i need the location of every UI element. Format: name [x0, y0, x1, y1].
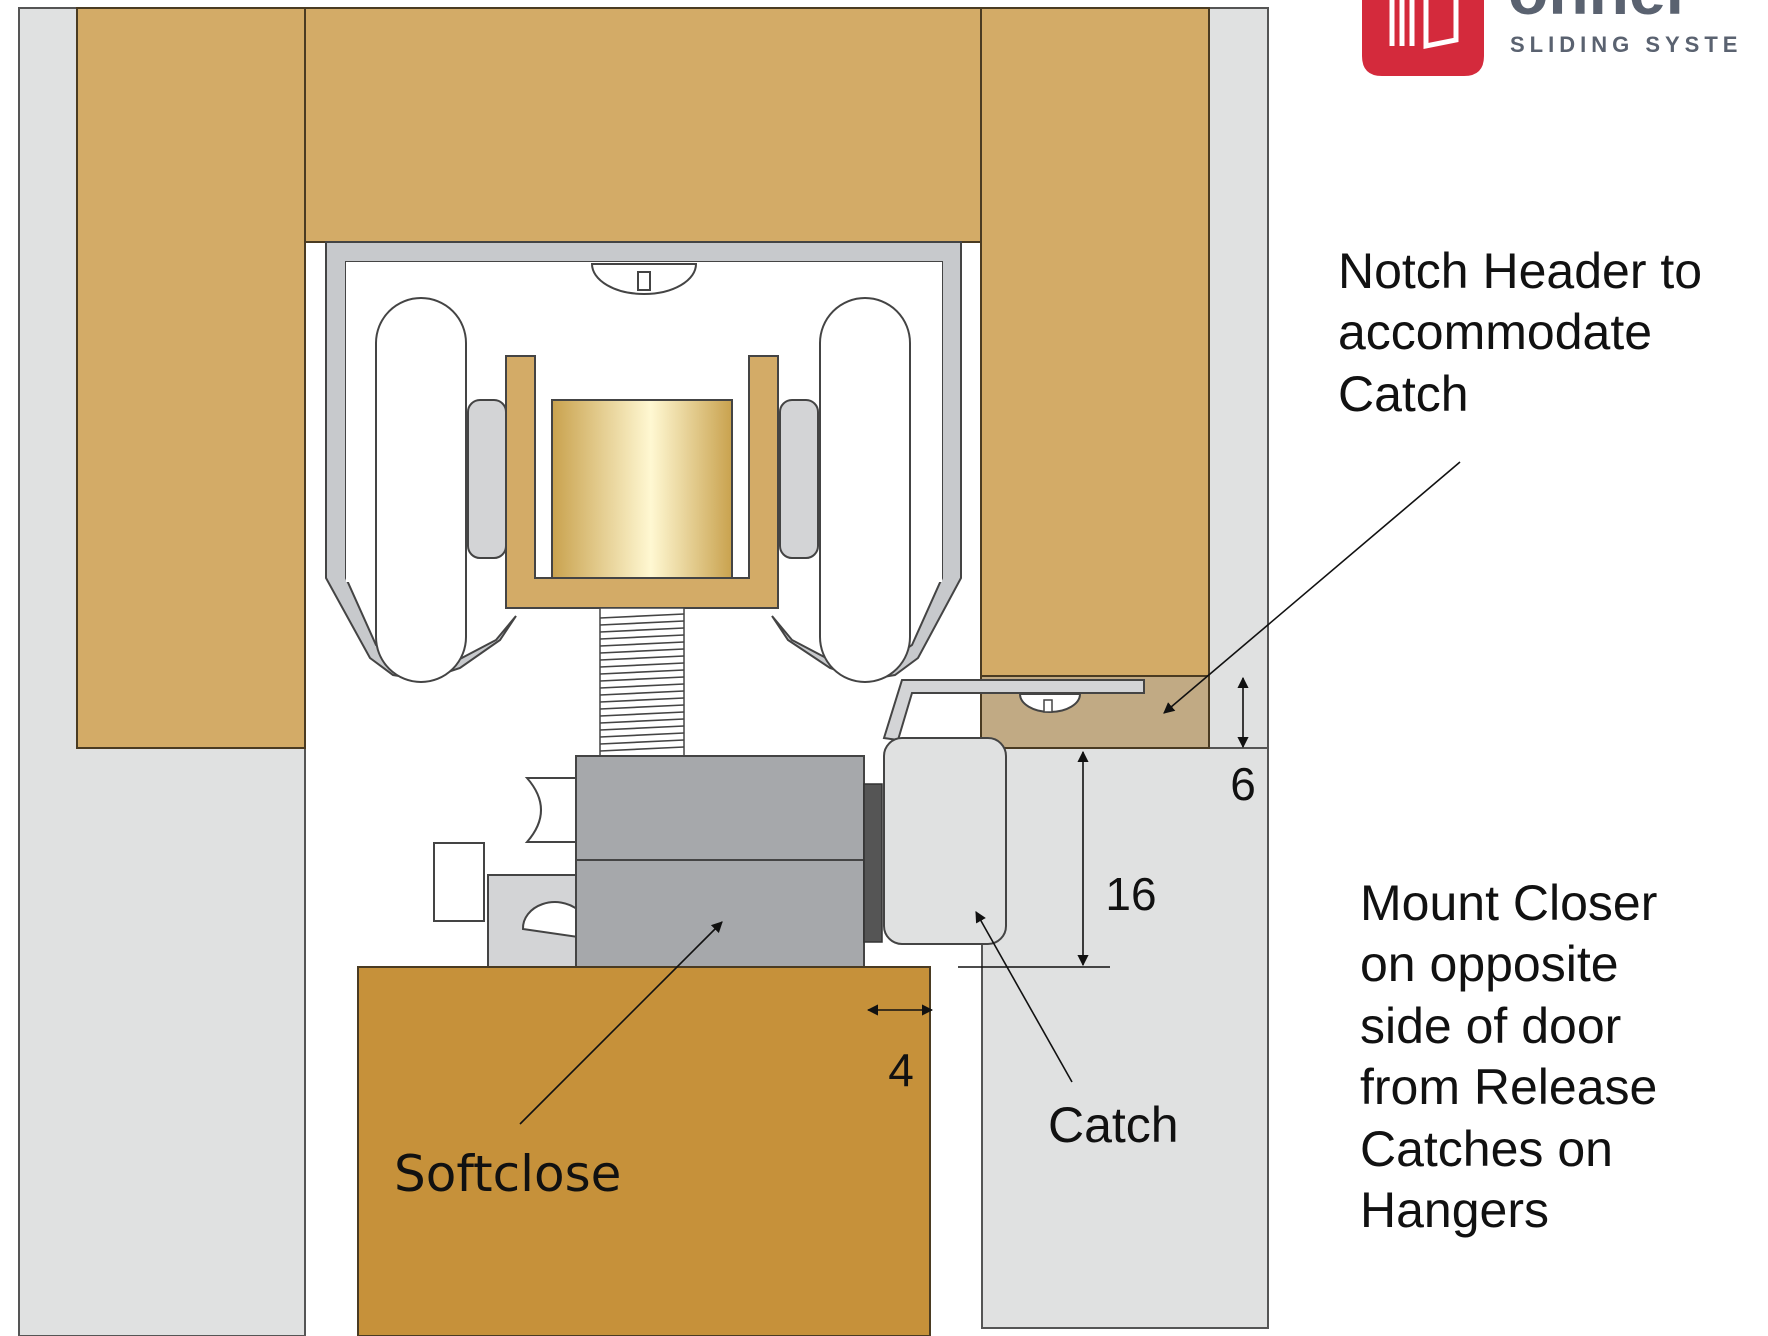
softclose-lower-body	[575, 859, 865, 968]
mount-note-line: from Release	[1360, 1059, 1657, 1115]
logo-tagline: SLIDING SYSTE	[1510, 32, 1742, 57]
bolt-thread-line	[599, 669, 685, 675]
mount-note-line: Mount Closer	[1360, 875, 1657, 931]
notch-note-line: Notch Header to	[1338, 243, 1702, 299]
catch-body	[883, 737, 1007, 945]
bolt-thread-line	[599, 676, 685, 682]
bolt-thread-line	[599, 627, 685, 633]
bolt-thread-line	[599, 648, 685, 654]
track-screw-slot	[637, 271, 651, 291]
logo-badge	[1362, 0, 1484, 76]
brass-roller	[551, 399, 733, 579]
mount-note-line: Catches on	[1360, 1121, 1613, 1177]
mount-note-line: on opposite	[1360, 936, 1619, 992]
bolt-thread-line	[599, 613, 685, 619]
notch-leader	[1163, 461, 1461, 714]
right-header-post	[980, 7, 1210, 677]
closer-cam	[524, 777, 577, 843]
bolt-thread-line	[599, 634, 685, 640]
bolt-thread-line	[599, 704, 685, 710]
bolt-thread-line	[599, 620, 685, 626]
mount-note: Mount Closer on opposite side of door fr…	[1360, 875, 1671, 1238]
notch-note-line: accommodate	[1338, 304, 1652, 360]
door-icon	[1389, 0, 1459, 50]
dim-notch-value: 6	[1230, 758, 1256, 810]
dim-catch-value: 16	[1105, 868, 1156, 920]
right-wheel	[819, 297, 911, 683]
softclose-label: Softclose	[394, 1145, 621, 1203]
hanger-carriage	[505, 355, 779, 609]
brand-logo: ohnel SLIDING SYSTE	[1362, 0, 1742, 76]
bolt-thread-line	[599, 697, 685, 703]
logo-wordmark: ohnel	[1508, 0, 1684, 28]
bolt-thread-line	[599, 711, 685, 717]
notch-note: Notch Header to accommodate Catch	[1338, 243, 1716, 422]
mount-note-line: Hangers	[1360, 1182, 1549, 1238]
catch-label: Catch	[1048, 1097, 1179, 1153]
left-wheel	[375, 297, 467, 683]
bolt-thread-line	[599, 641, 685, 647]
left-axle-washer	[467, 399, 507, 559]
bolt-thread-line	[599, 662, 685, 668]
dim-gap-value: 4	[888, 1044, 914, 1096]
notch-note-line: Catch	[1338, 366, 1469, 422]
top-header-beam	[304, 7, 982, 243]
bolt-thread-line	[599, 732, 685, 738]
bolt-thread-line	[599, 746, 685, 752]
bolt-thread-line	[599, 655, 685, 661]
left-header-post	[76, 7, 306, 749]
bolt-thread-line	[599, 718, 685, 724]
bolt-thread-line	[599, 683, 685, 689]
bolt-thread-line	[599, 725, 685, 731]
softclose-end-cap	[863, 783, 883, 943]
mount-note-line: side of door	[1360, 998, 1621, 1054]
closer-small-block	[433, 842, 485, 922]
bolt-threads	[599, 613, 685, 752]
catch-screw-slot	[1043, 699, 1053, 713]
catch-leader	[975, 911, 1073, 1083]
softclose-upper-body	[575, 755, 865, 861]
bolt-thread-line	[599, 739, 685, 745]
softclose-leader	[519, 921, 723, 1125]
bolt-thread-line	[599, 690, 685, 696]
right-axle-washer	[779, 399, 819, 559]
right-jamb	[981, 747, 1269, 1329]
sliding-door	[357, 966, 931, 1336]
right-wall-upper	[1207, 7, 1269, 749]
